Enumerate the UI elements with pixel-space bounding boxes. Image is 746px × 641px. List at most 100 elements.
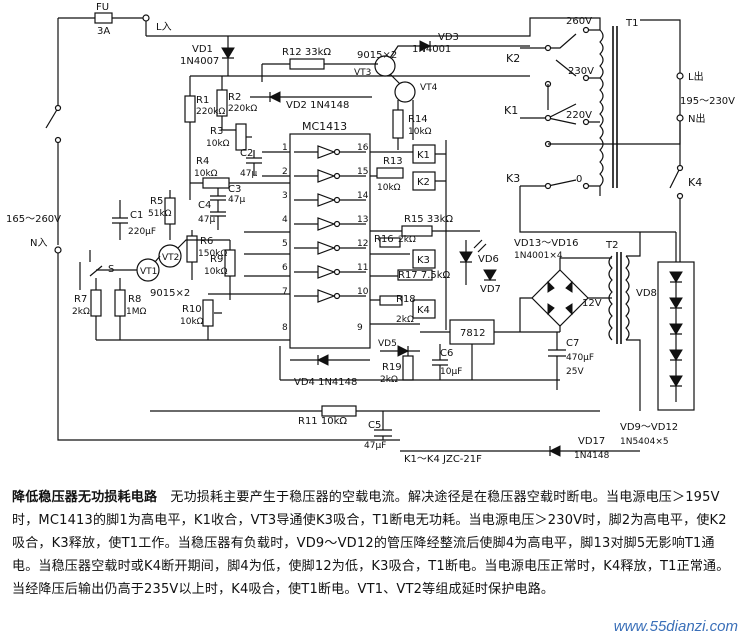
pin-label: 14: [357, 191, 369, 201]
label-r8: R8: [128, 294, 141, 305]
label-vd17-type: 1N4148: [574, 451, 610, 461]
label-vd5: VD5: [378, 339, 397, 349]
label-r14-val: 10kΩ: [408, 127, 432, 137]
label-l-in: L入: [156, 22, 172, 33]
label-r9: R9: [210, 254, 223, 265]
diode: [669, 375, 683, 387]
label-regulator: 7812: [460, 328, 485, 339]
label-c2-val: 47μ: [240, 169, 257, 179]
pin-label: 11: [357, 263, 368, 273]
diode: [669, 323, 683, 335]
label-k2: K2: [506, 52, 520, 65]
label-k1: K1: [504, 104, 518, 117]
n-out-terminal: [676, 114, 684, 122]
n-in-terminal: [54, 246, 62, 254]
caption-title: 降低稳压器无功损耗电路: [12, 490, 158, 505]
label-vt12-pair: 9015×2: [150, 288, 190, 299]
label-c6: C6: [440, 348, 453, 359]
label-c5: C5: [368, 420, 381, 431]
label-vt3-pair: 9015×2: [357, 50, 397, 61]
label-r12: R12 33kΩ: [282, 47, 331, 58]
label-bridge: VD13～VD16: [514, 238, 579, 249]
label-c7-volt: 25V: [566, 367, 584, 377]
label-vd2: VD2 1N4148: [286, 100, 349, 111]
label-l-out: L出: [688, 70, 704, 83]
label-vd3-type: 1N4001: [412, 44, 451, 55]
label-c7: C7: [566, 338, 579, 349]
label-r1-val: 220kΩ: [196, 107, 225, 117]
label-r19-val: 2kΩ: [380, 375, 398, 385]
diode: [669, 349, 683, 361]
label-r1: R1: [196, 95, 209, 106]
label-r19: R19: [382, 362, 402, 373]
label-r6: R6: [200, 236, 213, 247]
pin-label: 15: [357, 167, 368, 177]
label-n-in: N入: [30, 238, 47, 249]
label-n-out: N出: [688, 112, 705, 125]
label-vd9-vd12-type: 1N5404×5: [620, 437, 669, 447]
label-tap260: 260V: [566, 16, 592, 27]
label-vd8: VD8: [636, 288, 657, 299]
label-r11: R11 10kΩ: [298, 416, 347, 427]
label-r9-val: 10kΩ: [204, 267, 228, 277]
label-r18-val: 2kΩ: [396, 315, 414, 325]
pin-label: 5: [282, 239, 288, 249]
label-ic: MC1413: [302, 120, 347, 133]
label-k1-coil: K1: [417, 150, 430, 161]
label-c3-val: 47μ: [228, 195, 245, 205]
label-c3: C3: [228, 184, 241, 195]
fuse-fu: [94, 12, 113, 24]
label-bridge-type: 1N4001×4: [514, 251, 563, 261]
label-k4: K4: [688, 176, 702, 189]
diode: [669, 297, 683, 309]
label-c1-val: 220μF: [128, 227, 156, 237]
label-tap0: 0: [576, 174, 582, 185]
label-t1: T1: [625, 18, 638, 29]
pin-label: 2: [282, 167, 288, 177]
label-c4-val: 47μ: [198, 215, 215, 225]
label-c5-val: 47μF: [364, 441, 386, 451]
label-vd1: VD1: [192, 44, 213, 55]
label-r13-val: 10kΩ: [377, 183, 401, 193]
label-out-range: 195～230V: [680, 96, 735, 107]
label-r4: R4: [196, 156, 209, 167]
label-k2-coil: K2: [417, 177, 430, 188]
label-c7-val: 470μF: [566, 353, 594, 363]
label-c1: C1: [130, 210, 143, 221]
label-fu-val: 3A: [97, 26, 110, 37]
label-r14: R14: [408, 114, 428, 125]
caption-body: 无功损耗主要产生于稳压器的空载电流。解决途径是在稳压器空载时断电。当电源电压＞1…: [12, 490, 730, 597]
label-r7-val: 2kΩ: [72, 307, 90, 317]
l-in-terminal: [142, 14, 150, 22]
label-vd17: VD17: [578, 436, 605, 447]
label-c6-val: 10μF: [440, 367, 462, 377]
label-r5: R5: [150, 196, 163, 207]
label-r10: R10: [182, 304, 202, 315]
label-tap220: 220V: [566, 110, 592, 121]
label-r18: R18: [396, 294, 416, 305]
label-r16: R16: [374, 234, 394, 245]
label-r7: R7: [74, 294, 87, 305]
label-vt3: VT3: [354, 68, 371, 78]
label-r4-val: 10kΩ: [194, 169, 218, 179]
label-r16-val: 2kΩ: [398, 235, 416, 245]
label-vd6: VD6: [478, 254, 499, 265]
caption: 降低稳压器无功损耗电路 无功损耗主要产生于稳压器的空载电流。解决途径是在稳压器空…: [12, 486, 734, 601]
label-r2: R2: [228, 92, 241, 103]
pin-label: 16: [357, 143, 369, 153]
label-vt2: VT2: [162, 253, 179, 263]
label-r3-val: 10kΩ: [206, 139, 230, 149]
l-out-terminal: [676, 72, 684, 80]
label-fu: FU: [96, 2, 109, 13]
label-k3-coil: K3: [417, 255, 430, 266]
pin-label: 12: [357, 239, 368, 249]
label-k4-coil: K4: [417, 305, 430, 316]
watermark: www.55dianzi.com: [613, 618, 738, 635]
label-vt1: VT1: [140, 267, 157, 277]
label-r8-val: 1MΩ: [126, 307, 146, 317]
label-in-range: 165～260V: [6, 214, 61, 225]
label-vd1-type: 1N4007: [180, 56, 219, 67]
label-r2-val: 220kΩ: [228, 104, 257, 114]
pin-label: 4: [282, 215, 288, 225]
label-s: S: [108, 264, 114, 275]
